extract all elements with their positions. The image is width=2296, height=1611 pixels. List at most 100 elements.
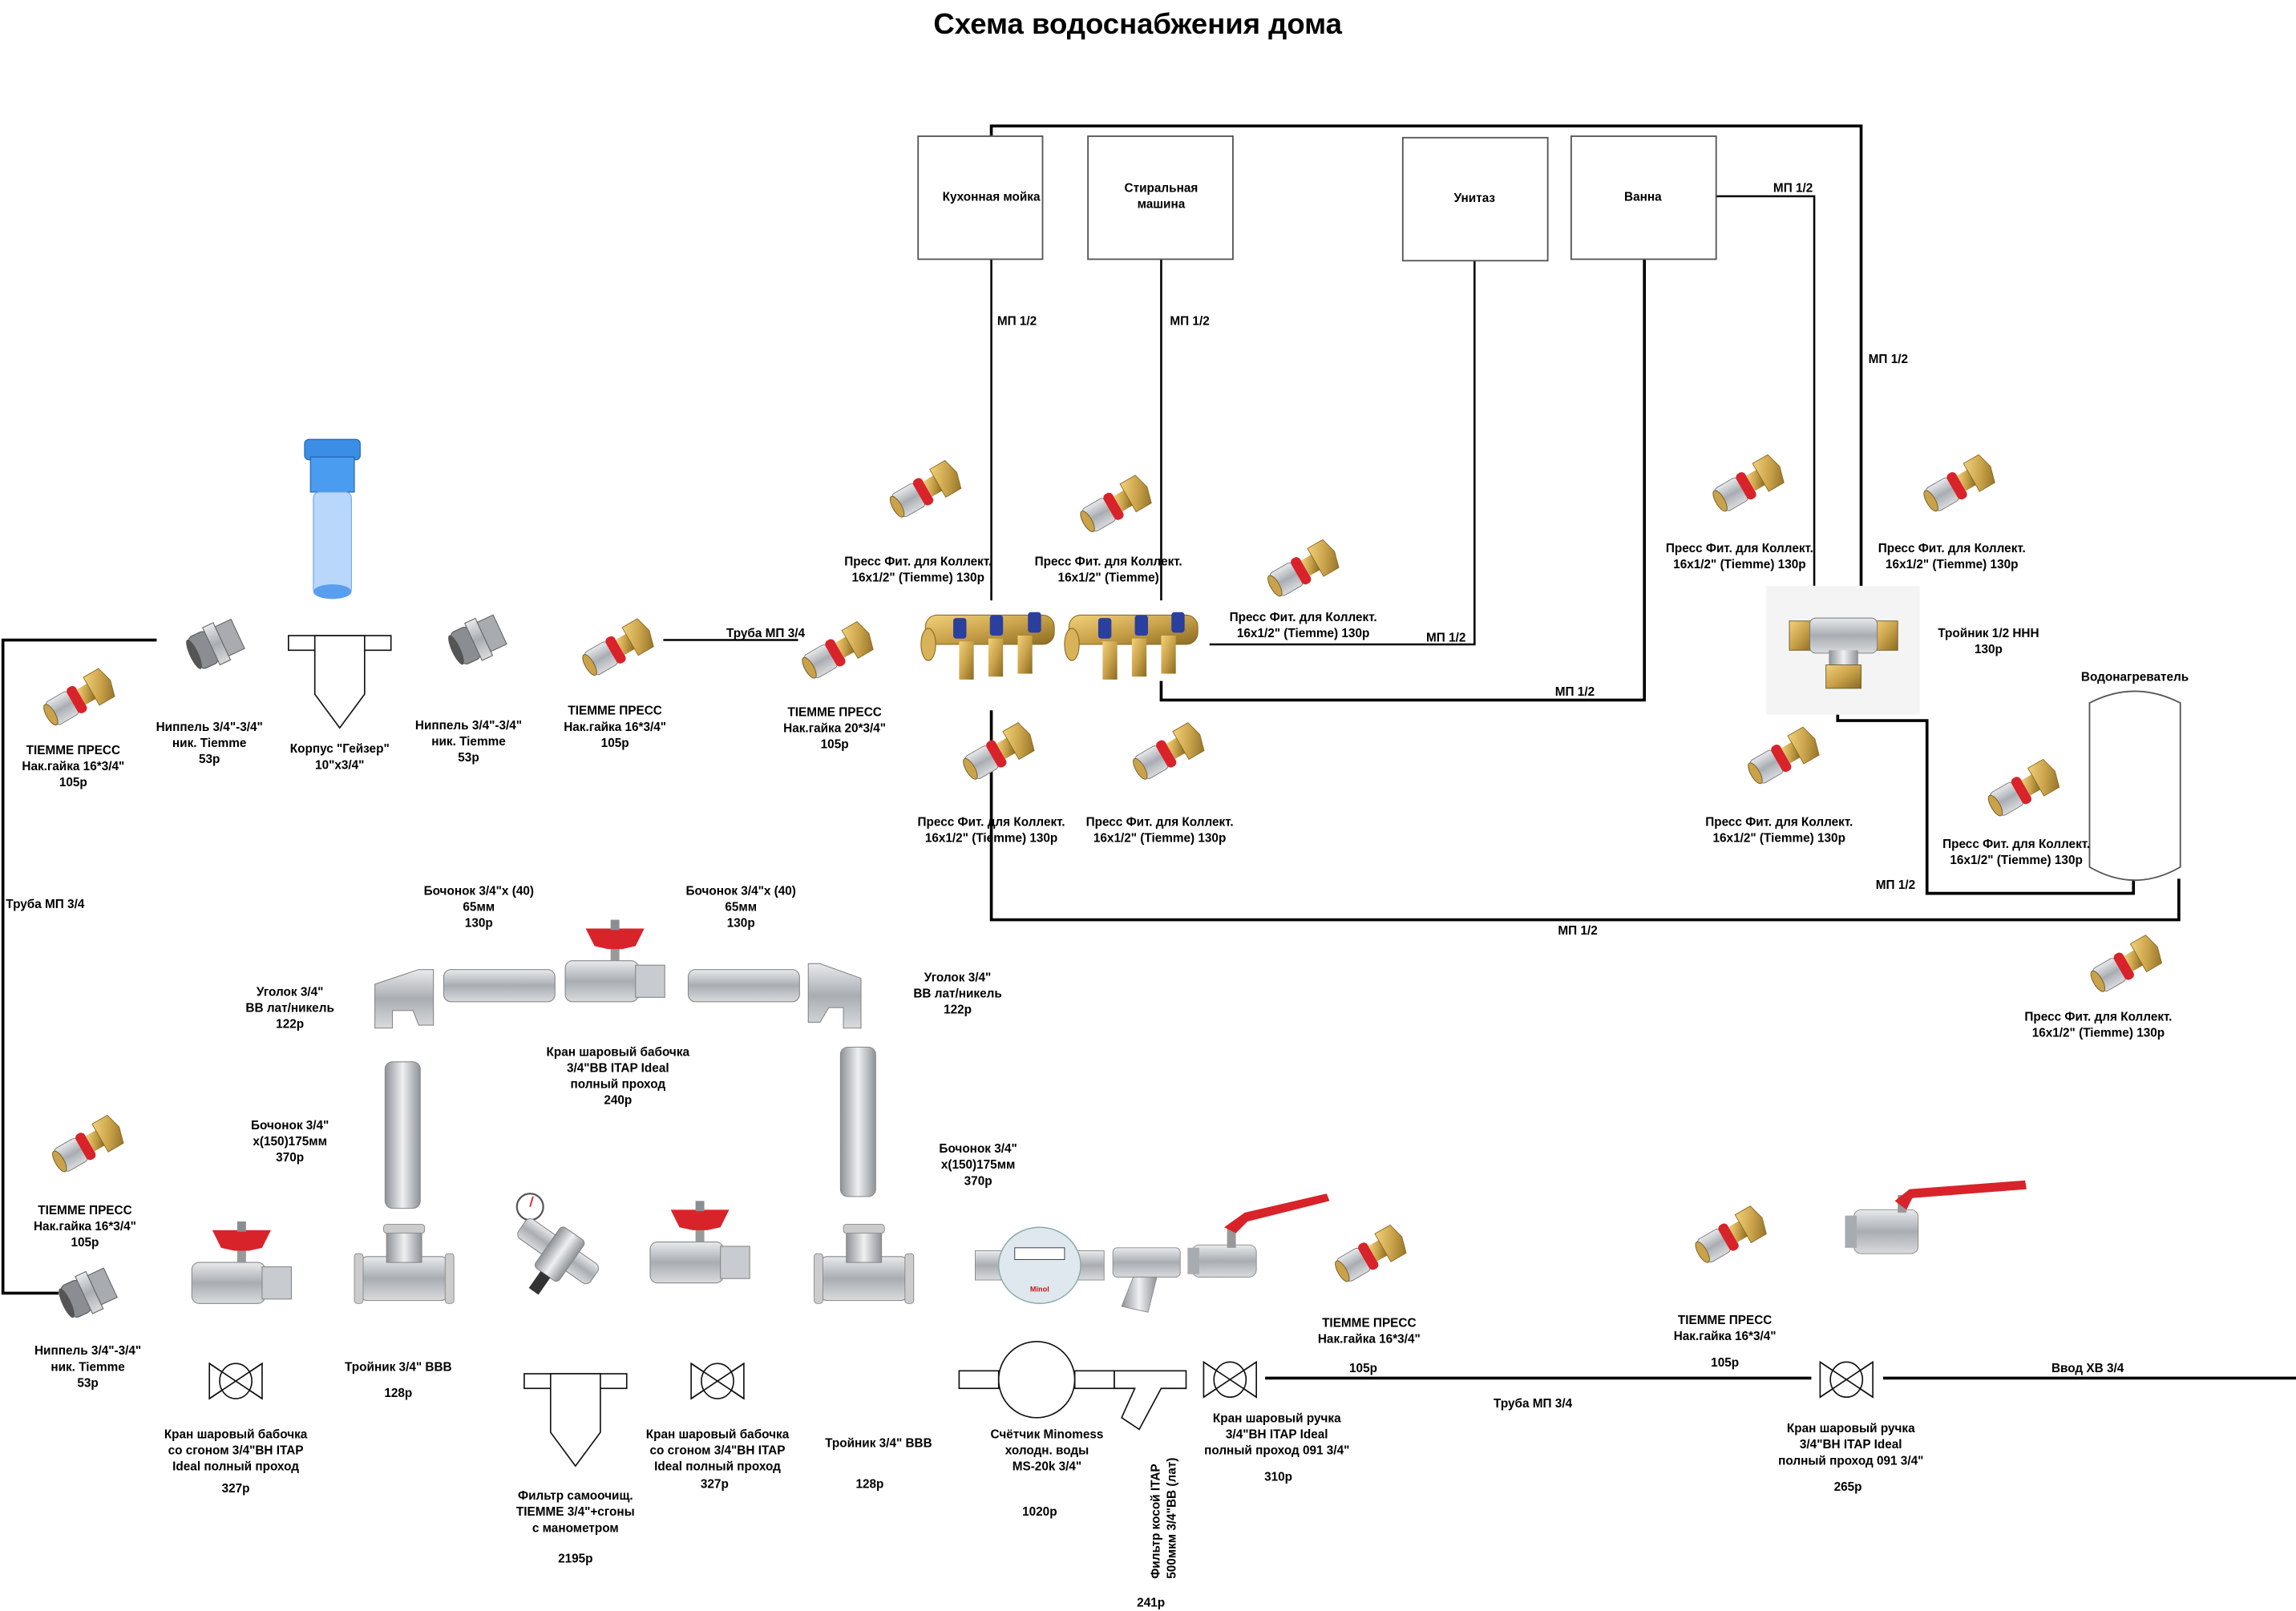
svg-text:241р: 241р [1137, 1597, 1165, 1610]
svg-text:со сгоном 3/4"ВН ITAP: со сгоном 3/4"ВН ITAP [650, 1443, 786, 1457]
press-fitting-icon [576, 616, 658, 682]
svg-text:53р: 53р [458, 751, 479, 765]
svg-text:16x1/2" (Tiemme) 130р: 16x1/2" (Tiemme) 130р [1237, 627, 1369, 640]
svg-text:327р: 327р [222, 1482, 250, 1496]
self-clean-filter: Фильтр самоочищ. TIEMME 3/4"+сгоны с ман… [515, 1193, 635, 1566]
butterfly-valve-icon [649, 1200, 751, 1284]
press-fitting-icon [1707, 451, 1789, 518]
svg-text:x(150)175мм: x(150)175мм [941, 1158, 1016, 1172]
press-fitting-icon [2085, 932, 2167, 999]
svg-text:ник. Tiemme: ник. Tiemme [51, 1360, 125, 1374]
ball-valve-1: Кран шаровый ручка 3/4"ВН ITAP Ideal пол… [1187, 1193, 1349, 1484]
filter-housing-icon [304, 438, 361, 600]
filter-housing-symbol [288, 635, 392, 729]
collector-fitting-4: Пресс Фит. для Коллект. 16x1/2" (Tiemme)… [918, 720, 1065, 846]
press-fitting-icon [46, 1112, 128, 1179]
svg-text:ник. Tiemme: ник. Tiemme [172, 737, 247, 750]
barrel-icon [443, 969, 556, 1003]
diagram-title: Схема водоснабжения дома [933, 7, 1342, 40]
tee-34-left: Тройник 3/4" ВВВ 128р [345, 1224, 455, 1400]
svg-text:370р: 370р [964, 1174, 992, 1188]
valve-symbol [1819, 1361, 1874, 1399]
elbow-left: Уголок 3/4" ВВ лат/никель 122р [245, 969, 435, 1032]
svg-text:16x1/2" (Tiemme) 130р: 16x1/2" (Tiemme) 130р [852, 571, 984, 584]
press-fitting-icon [957, 720, 1039, 786]
svg-text:1020р: 1020р [1022, 1505, 1057, 1519]
tee-34-right: Тройник 3/4" ВВВ 128р [814, 1224, 932, 1492]
press-fitting-icon [884, 457, 966, 524]
svg-text:Фильтр самоочищ.: Фильтр самоочищ. [518, 1489, 633, 1503]
svg-text:TIEMME ПРЕСС: TIEMME ПРЕСС [38, 1204, 131, 1217]
barrel-175-left: Бочонок 3/4" x(150)175мм 370р [251, 1061, 421, 1209]
svg-text:Нак.гайка 16*3/4": Нак.гайка 16*3/4" [564, 721, 666, 734]
svg-text:130р: 130р [1975, 643, 2003, 656]
svg-text:Нак.гайка 20*3/4": Нак.гайка 20*3/4" [783, 722, 886, 736]
svg-text:Труба МП 3/4: Труба МП 3/4 [726, 627, 806, 640]
svg-text:с манометром: с манометром [532, 1521, 619, 1535]
pipe-tee-heater [1836, 710, 2136, 895]
svg-text:3/4"ВН ITAP Ideal: 3/4"ВН ITAP Ideal [1226, 1427, 1328, 1441]
blue-handle-icon [953, 618, 967, 639]
svg-text:Счётчик Minomess: Счётчик Minomess [990, 1427, 1103, 1441]
svg-text:МП 1/2: МП 1/2 [1773, 181, 1813, 195]
svg-text:Пресс Фит. для Коллект.: Пресс Фит. для Коллект. [844, 555, 992, 568]
svg-text:105р: 105р [1711, 1356, 1739, 1370]
svg-text:105р: 105р [1349, 1362, 1377, 1375]
svg-text:Уголок 3/4": Уголок 3/4" [924, 971, 992, 984]
fixture-washing-machine: Стиральная машина [1087, 135, 1234, 260]
svg-text:16x1/2" (Tiemme) 130р: 16x1/2" (Tiemme) 130р [1093, 832, 1226, 846]
press-fitting-icon [1127, 720, 1209, 786]
svg-text:Пресс Фит. для Коллект.: Пресс Фит. для Коллект. [1878, 542, 2026, 555]
svg-text:Унитаз: Унитаз [1454, 192, 1496, 205]
water-meter-symbol [958, 1340, 1115, 1419]
barrel-65-right: Бочонок 3/4"x (40) 65мм 130р [686, 884, 800, 1003]
nipple-3: Ниппель 3/4"-3/4" ник. Tiemme 53р [34, 1263, 141, 1390]
pipe-labels: МП 1/2 МП 1/2 МП 1/2 МП 1/2 МП 1/2 МП 1/… [6, 181, 2124, 1411]
svg-text:3/4"ВВ ITAP Ideal: 3/4"ВВ ITAP Ideal [567, 1062, 669, 1076]
self-clean-filter-icon [515, 1193, 600, 1295]
pipe-left-riser [1, 638, 157, 1295]
svg-text:128р: 128р [855, 1478, 883, 1492]
pipes [1, 124, 2296, 1380]
svg-text:Minol: Minol [1030, 1286, 1049, 1294]
elbow-icon [374, 969, 435, 1029]
svg-text:Бочонок 3/4": Бочонок 3/4" [251, 1119, 329, 1133]
butterfly-valve-icon [191, 1221, 293, 1305]
svg-text:53р: 53р [199, 753, 220, 766]
svg-text:Ниппель 3/4"-3/4": Ниппель 3/4"-3/4" [34, 1344, 141, 1358]
filter-housing: Корпус "Гейзер" 10"x3/4" [288, 438, 392, 772]
svg-text:TIEMME ПРЕСС: TIEMME ПРЕСС [568, 705, 661, 718]
svg-text:Ниппель 3/4"-3/4": Ниппель 3/4"-3/4" [415, 719, 522, 733]
svg-text:Тройник 1/2 ННН: Тройник 1/2 ННН [1938, 627, 2039, 640]
svg-text:Водонагреватель: Водонагреватель [2081, 671, 2189, 684]
svg-text:ник. Tiemme: ник. Tiemme [431, 735, 506, 749]
svg-text:МП 1/2: МП 1/2 [1869, 353, 1908, 366]
nipple-1: Ниппель 3/4"-3/4" ник. Tiemme 53р [156, 614, 263, 766]
svg-text:Кран шаровый ручка: Кран шаровый ручка [1787, 1422, 1915, 1435]
water-meter-icon: Minol [975, 1226, 1105, 1305]
press-nut-bottom-2: TIEMME ПРЕСС Нак.гайка 16*3/4" 105р [1674, 1203, 1777, 1370]
svg-text:105р: 105р [821, 738, 849, 752]
svg-text:Труба МП 3/4: Труба МП 3/4 [6, 898, 85, 911]
svg-text:65мм: 65мм [725, 901, 757, 915]
collector-fitting-9: Пресс Фит. для Коллект. 16x1/2" (Tiemme)… [1942, 756, 2090, 867]
svg-text:Пресс Фит. для Коллект.: Пресс Фит. для Коллект. [1035, 555, 1182, 568]
svg-text:ВВ лат/никель: ВВ лат/никель [913, 987, 1001, 1000]
pipe-toilet [1209, 259, 1476, 646]
svg-text:Пресс Фит. для Коллект.: Пресс Фит. для Коллект. [1086, 816, 1234, 830]
tee-half-icon [1789, 617, 1898, 689]
svg-text:МП 1/2: МП 1/2 [1555, 685, 1595, 699]
valve-symbol [208, 1363, 263, 1399]
nipple-2: Ниппель 3/4"-3/4" ник. Tiemme 53р [415, 610, 522, 765]
svg-text:Пресс Фит. для Коллект.: Пресс Фит. для Коллект. [918, 816, 1065, 830]
svg-text:Труба МП 3/4: Труба МП 3/4 [1494, 1397, 1573, 1411]
y-filter: Фильтр косой ITAP 500мкм 3/4"ВВ (лат) 24… [1112, 1247, 1187, 1610]
svg-text:МП 1/2: МП 1/2 [1170, 315, 1209, 329]
collector-fitting-3: Пресс Фит. для Коллект. 16x1/2" (Tiemme)… [1230, 536, 1377, 640]
pipe-top-loop [989, 124, 1863, 644]
svg-text:327р: 327р [701, 1478, 729, 1492]
svg-text:Пресс Фит. для Коллект.: Пресс Фит. для Коллект. [1705, 816, 1853, 830]
ball-valve-2: Кран шаровый ручка 3/4"ВН ITAP Ideal пол… [1778, 1180, 2027, 1494]
press-fitting-icon [1742, 724, 1824, 790]
fixture-water-heater: Водонагреватель [2081, 671, 2189, 882]
